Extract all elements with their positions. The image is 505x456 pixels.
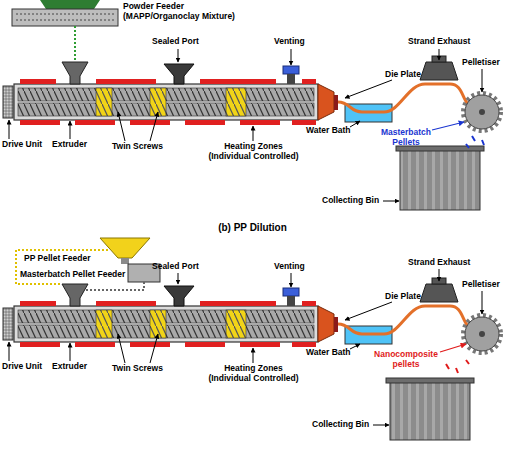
pellets [466, 136, 484, 148]
output-label: Masterbatch Pellets [378, 128, 434, 148]
part-label: Strand Exhaust [408, 258, 470, 268]
part-label: Die Plate [385, 70, 421, 80]
part-label: Venting [274, 37, 305, 47]
feeder-neck [121, 258, 129, 264]
part-label: Water Bath [306, 348, 351, 358]
part-label: Venting [274, 262, 305, 272]
feeder-label: PP Pellet Feeder [24, 254, 90, 264]
leader-arrows [9, 269, 482, 425]
pellets [446, 360, 469, 373]
part-label: Sealed Port [152, 37, 199, 47]
part-label: Die Plate [385, 292, 421, 302]
masterbatch-feed-line [86, 282, 144, 290]
part-label: Sealed Port [152, 262, 199, 272]
pp-hopper [100, 238, 150, 258]
part-label: Heating Zones (Individual Controlled) [205, 142, 302, 162]
feeder-label: Masterbatch Pellet Feeder [20, 270, 125, 280]
part-label: Pelletiser [462, 280, 500, 290]
part-label: Drive Unit [2, 362, 42, 372]
extruder-line [3, 56, 501, 131]
powder-mass [40, 0, 100, 9]
extruder-line [3, 278, 501, 353]
output-arrow [440, 344, 466, 352]
output-label: Nanocomposite pellets [372, 350, 440, 370]
collecting-bin [400, 150, 480, 210]
feeder-screw [16, 14, 114, 20]
part-label: Collecting Bin [312, 420, 369, 430]
part-label: Drive Unit [2, 140, 42, 150]
part-label: Heating Zones (Individual Controlled) [205, 364, 302, 384]
leader-arrows [9, 49, 482, 201]
part-label: Pelletiser [462, 58, 500, 68]
powder-drop [74, 26, 76, 62]
bin-rim [386, 378, 474, 383]
part-label: Collecting Bin [322, 196, 379, 206]
part-label: Twin Screws [112, 364, 163, 374]
output-arrow [432, 122, 464, 130]
part-label: Extruder [52, 362, 87, 372]
part-label: Water Bath [306, 126, 351, 136]
part-label: Twin Screws [112, 142, 163, 152]
part-label: Strand Exhaust [408, 37, 470, 47]
panel-heading: (b) PP Dilution [0, 222, 505, 234]
feeder-label: Powder Feeder (MAPP/Organoclay Mixture) [123, 2, 243, 22]
part-label: Extruder [52, 140, 87, 150]
collecting-bin [390, 382, 470, 440]
powder-feeder [12, 9, 118, 26]
